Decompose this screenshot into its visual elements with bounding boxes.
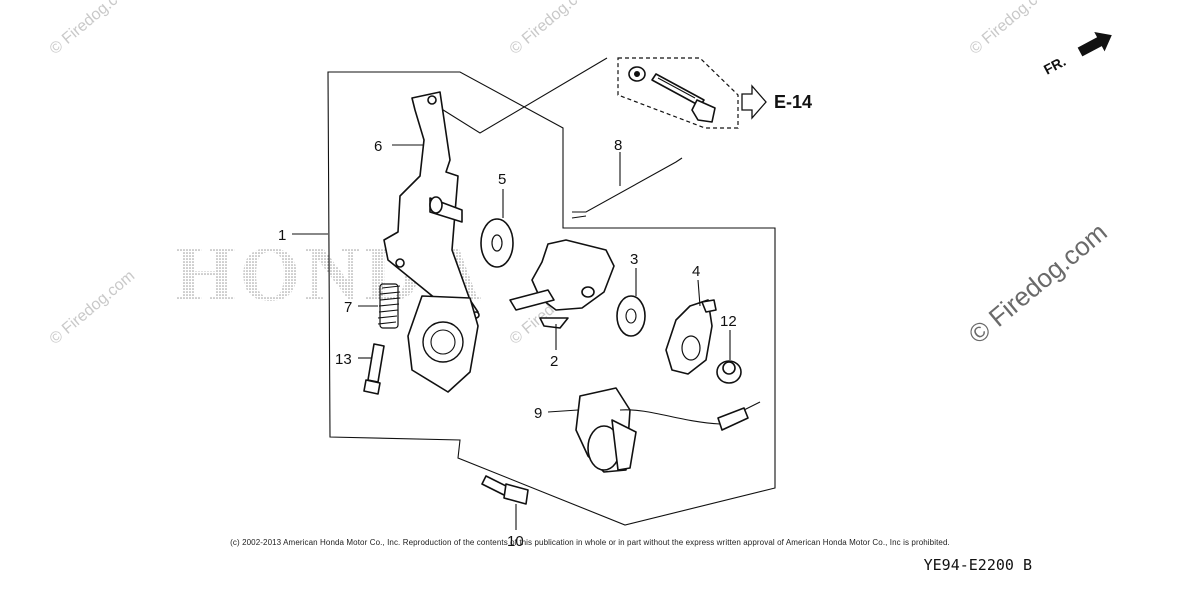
fr-arrow-icon	[1077, 31, 1112, 57]
reference-label: E-14	[774, 92, 812, 112]
callout-3: 3	[630, 251, 638, 268]
thrust-washer	[480, 218, 514, 268]
friction-plate	[665, 299, 717, 375]
diagram-code: YE94-E2200 B	[923, 556, 1032, 574]
flange-bolt	[651, 73, 716, 123]
callouts: 1 6 5 8 3 4 12 7 2 13 9 10	[278, 137, 737, 550]
watermark-site: © Firedog.com	[967, 0, 1058, 58]
detent-plate	[407, 295, 479, 393]
callout-5: 5	[498, 171, 506, 188]
callout-8: 8	[614, 137, 622, 154]
assembly-outline	[327, 71, 776, 526]
callout-13: 13	[335, 351, 352, 368]
bolt-leader	[439, 57, 608, 134]
small-bolt	[363, 343, 385, 395]
watermark-site: © Firedog.com	[47, 267, 138, 348]
callout-1: 1	[278, 227, 286, 244]
control-lever	[509, 239, 615, 329]
control-rod	[571, 157, 683, 219]
spring	[377, 283, 401, 329]
callout-7: 7	[344, 299, 352, 316]
reference-box	[617, 57, 739, 129]
mounting-bolt	[481, 475, 529, 505]
flange-nut	[716, 360, 742, 384]
copyright-notice: (c) 2002-2013 American Honda Motor Co., …	[230, 538, 950, 547]
callout-12: 12	[720, 313, 737, 330]
callout-2: 2	[550, 353, 558, 370]
callout-9: 9	[534, 405, 542, 422]
ref-arrow-icon	[741, 84, 767, 120]
watermark-site: © Firedog.com	[47, 0, 138, 58]
control-knob	[575, 387, 761, 473]
watermark-site: © Firedog.com	[507, 0, 598, 58]
callout-4: 4	[692, 263, 700, 280]
watermark-site-large: © Firedog.com	[963, 217, 1113, 350]
flat-washer	[616, 295, 646, 337]
callout-10: 10	[507, 533, 524, 550]
callout-6: 6	[374, 138, 382, 155]
washer	[628, 66, 646, 82]
direction-label: FR.	[1041, 53, 1068, 78]
